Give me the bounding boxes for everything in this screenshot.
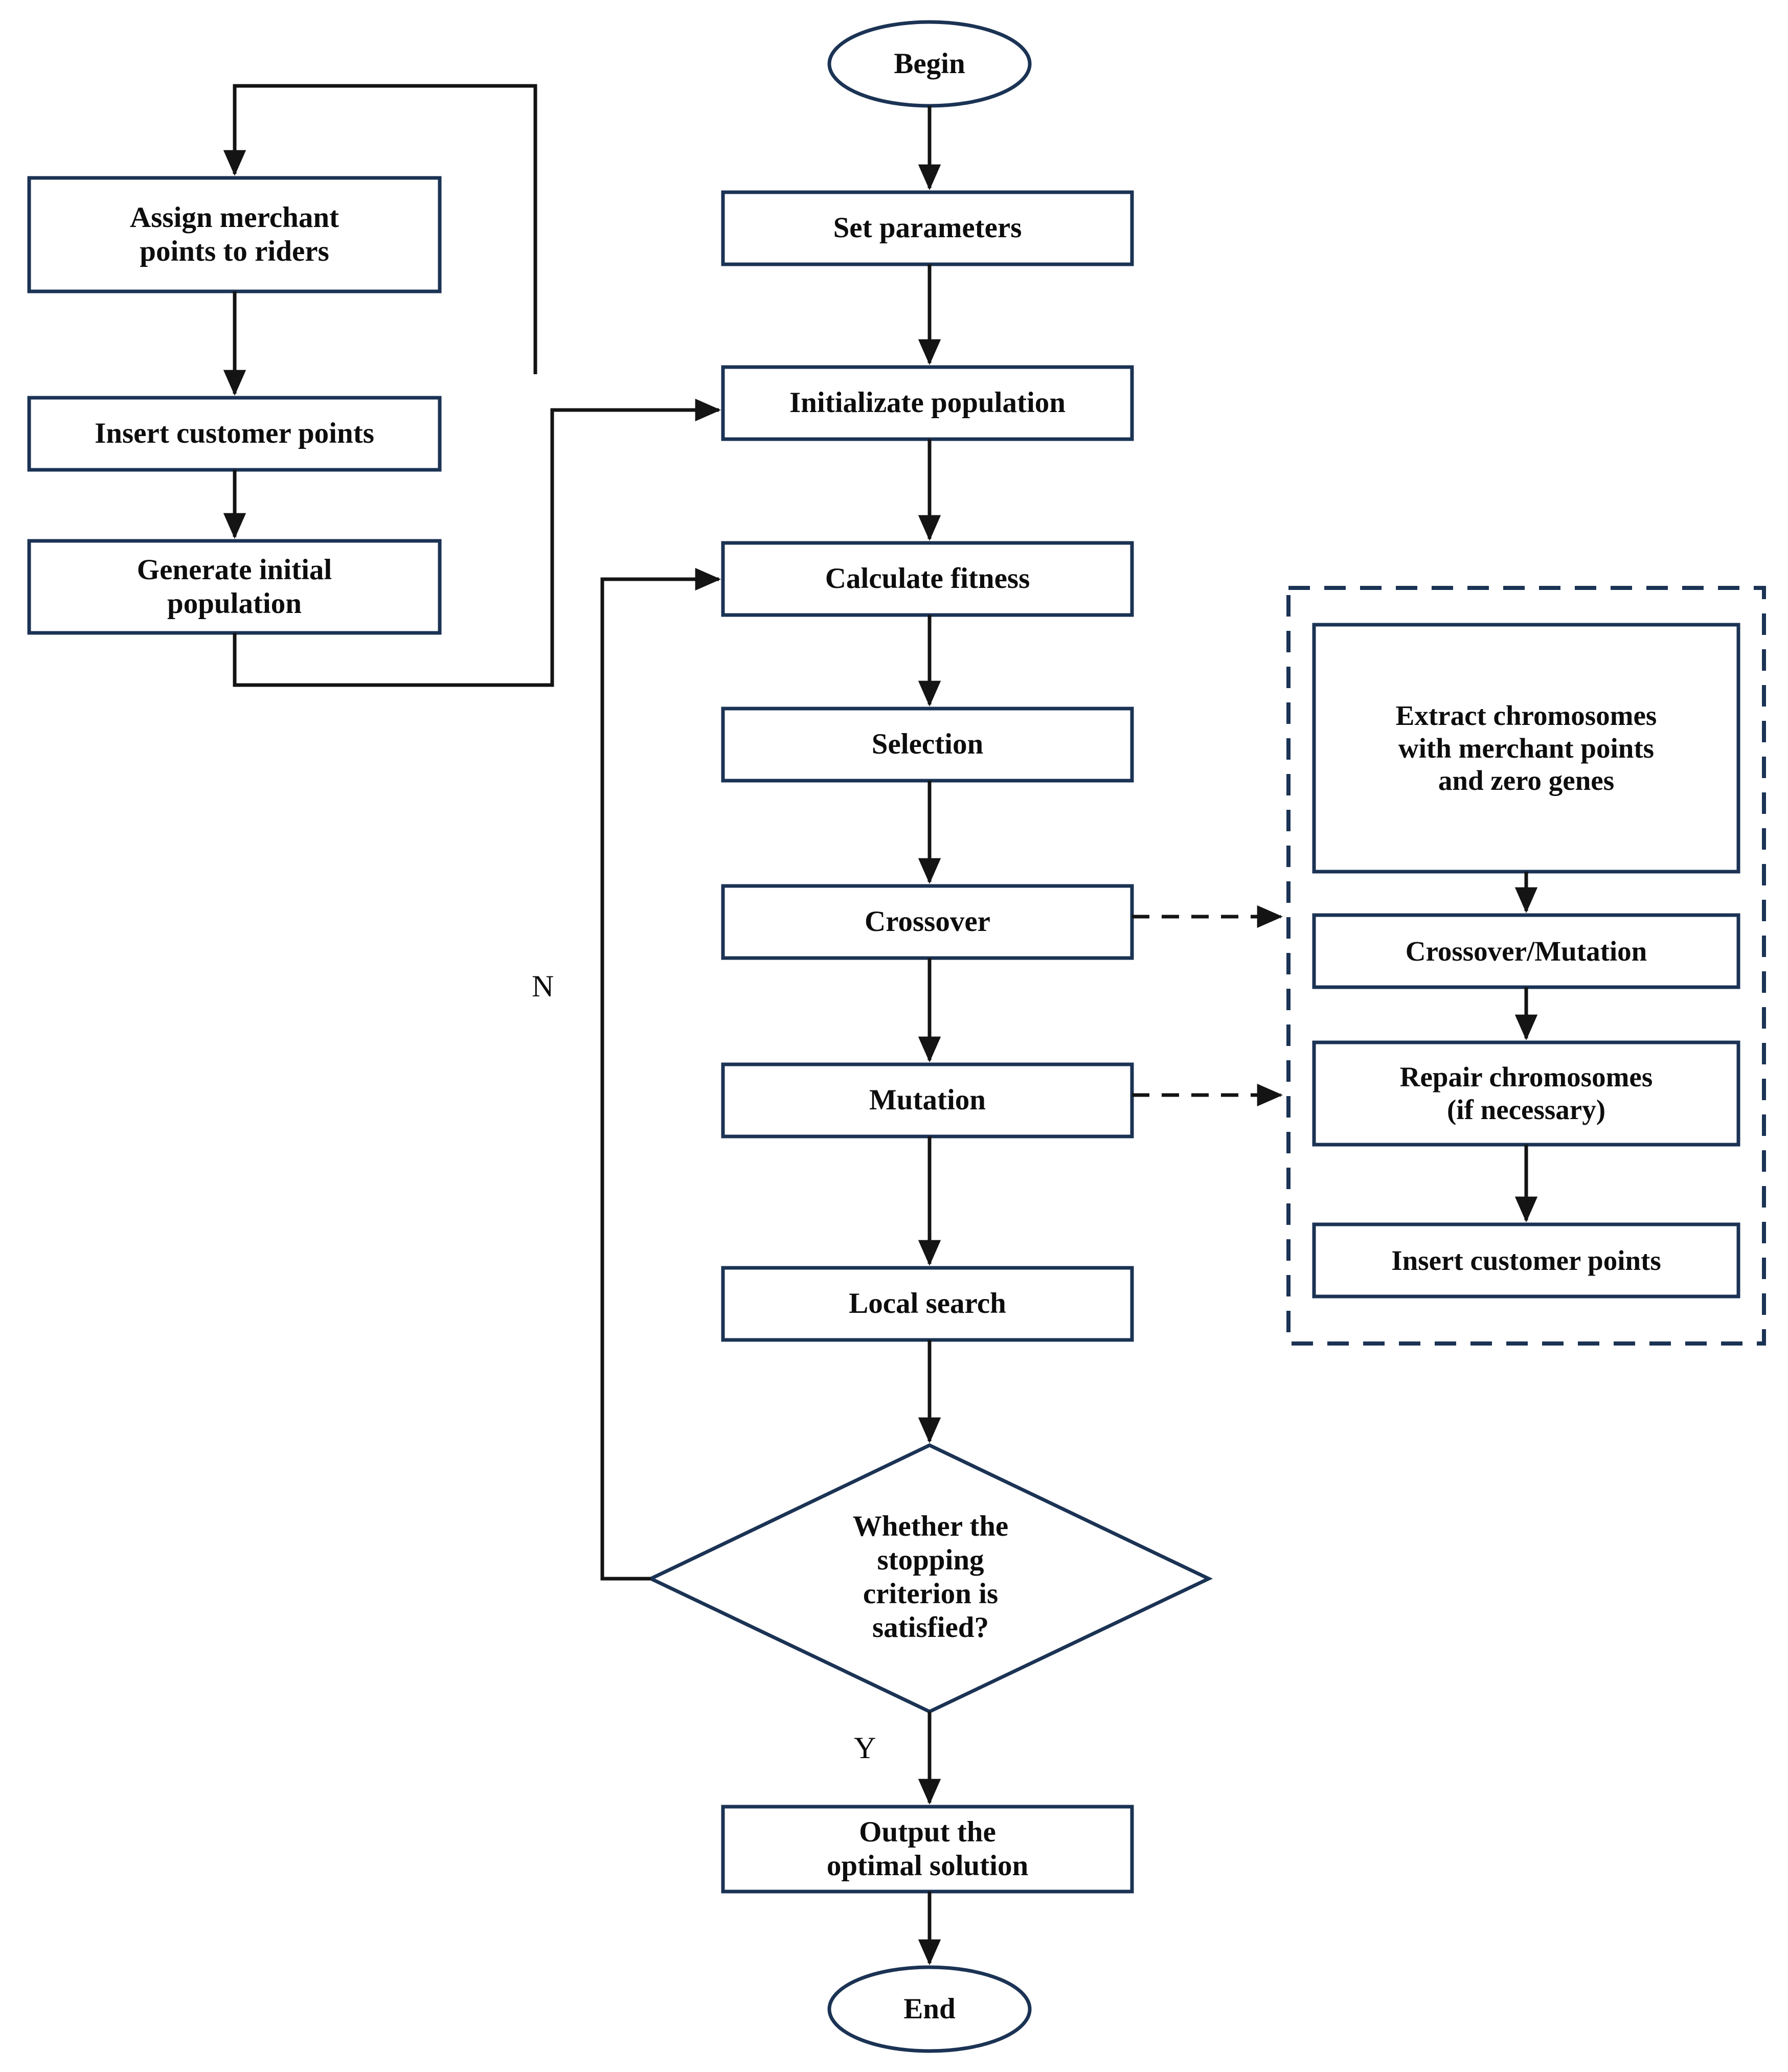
edge-label-no: N bbox=[532, 969, 554, 1003]
initializate-population-box bbox=[721, 365, 1134, 441]
edge-loop-to-assign-merchant-points bbox=[223, 84, 537, 374]
edge-generate-population-to-initializate bbox=[233, 398, 721, 687]
repair-chromosomes-box bbox=[1312, 1040, 1740, 1147]
insert-customer-points-box bbox=[27, 396, 442, 472]
extract-chromosomes-box bbox=[1312, 623, 1740, 874]
begin-terminal bbox=[827, 20, 1032, 108]
detail-group-container bbox=[1286, 586, 1766, 1346]
crossover-box bbox=[721, 884, 1134, 960]
mutation-box bbox=[721, 1062, 1134, 1139]
local-search-box bbox=[721, 1266, 1134, 1342]
edge-decision-no-feedback-loop bbox=[600, 567, 721, 1581]
generate-initial-population-box bbox=[27, 539, 442, 635]
stopping-criterion-diamond bbox=[646, 1443, 1213, 1714]
calculate-fitness-box bbox=[721, 541, 1134, 617]
set-parameters-box bbox=[721, 190, 1134, 266]
end-terminal bbox=[827, 1965, 1032, 2053]
assign-merchant-points-box bbox=[27, 176, 442, 293]
selection-box bbox=[721, 707, 1134, 783]
insert-customer-points-detail-box bbox=[1312, 1222, 1740, 1299]
edge-label-yes: Y bbox=[854, 1731, 876, 1765]
crossover-mutation-box bbox=[1312, 913, 1740, 989]
output-optimal-solution-box bbox=[721, 1805, 1134, 1894]
